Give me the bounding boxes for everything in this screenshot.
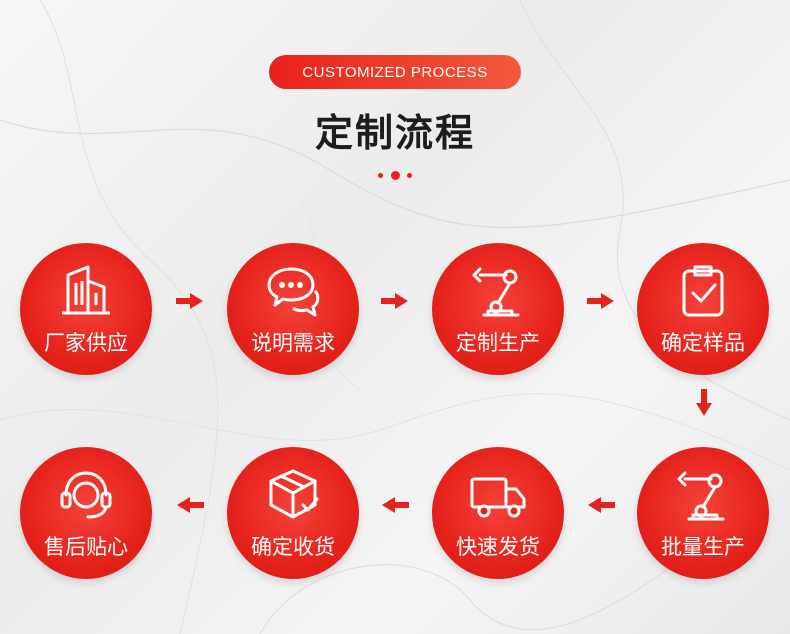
- delivery-truck-icon: [470, 477, 526, 518]
- step-fast-delivery: 快速发货: [432, 447, 564, 579]
- title-dots-divider: [376, 170, 416, 182]
- step-label: 快速发货: [456, 535, 540, 559]
- step-confirm-sample: 确定样品: [637, 243, 769, 375]
- arrow-down-icon: [696, 389, 712, 416]
- step-factory-supply: 厂家供应: [20, 243, 152, 375]
- step-after-sales: 售后贴心: [20, 447, 152, 579]
- step-confirm-receipt: 确定收货: [227, 447, 359, 579]
- arrow-right-icon: [381, 293, 408, 309]
- arrow-left-icon: [177, 497, 204, 513]
- step-explain-requirements: 说明需求: [227, 243, 359, 375]
- clipboard-check-icon: [682, 265, 724, 317]
- arrow-left-icon: [588, 497, 615, 513]
- headset-support-icon: [60, 471, 112, 519]
- step-label: 厂家供应: [44, 331, 128, 355]
- robot-arm-icon: [472, 267, 520, 317]
- building-icon: [62, 265, 110, 315]
- step-custom-production: 定制生产: [432, 243, 564, 375]
- arrow-right-icon: [176, 293, 203, 309]
- step-label: 确定样品: [661, 331, 745, 355]
- step-label: 说明需求: [251, 331, 335, 355]
- package-check-icon: [269, 469, 319, 519]
- step-label: 售后贴心: [44, 535, 128, 559]
- chat-bubbles-icon: [267, 267, 320, 317]
- arrow-left-icon: [382, 497, 409, 513]
- step-mass-production: 批量生产: [637, 447, 769, 579]
- step-label: 确定收货: [251, 535, 335, 559]
- arrow-right-icon: [587, 293, 614, 309]
- step-label: 定制生产: [456, 331, 540, 355]
- step-label: 批量生产: [661, 535, 745, 559]
- page-title: 定制流程: [314, 111, 475, 155]
- process-badge: CUSTOMIZED PROCESS: [269, 55, 521, 89]
- robot-arm-icon: [677, 471, 725, 521]
